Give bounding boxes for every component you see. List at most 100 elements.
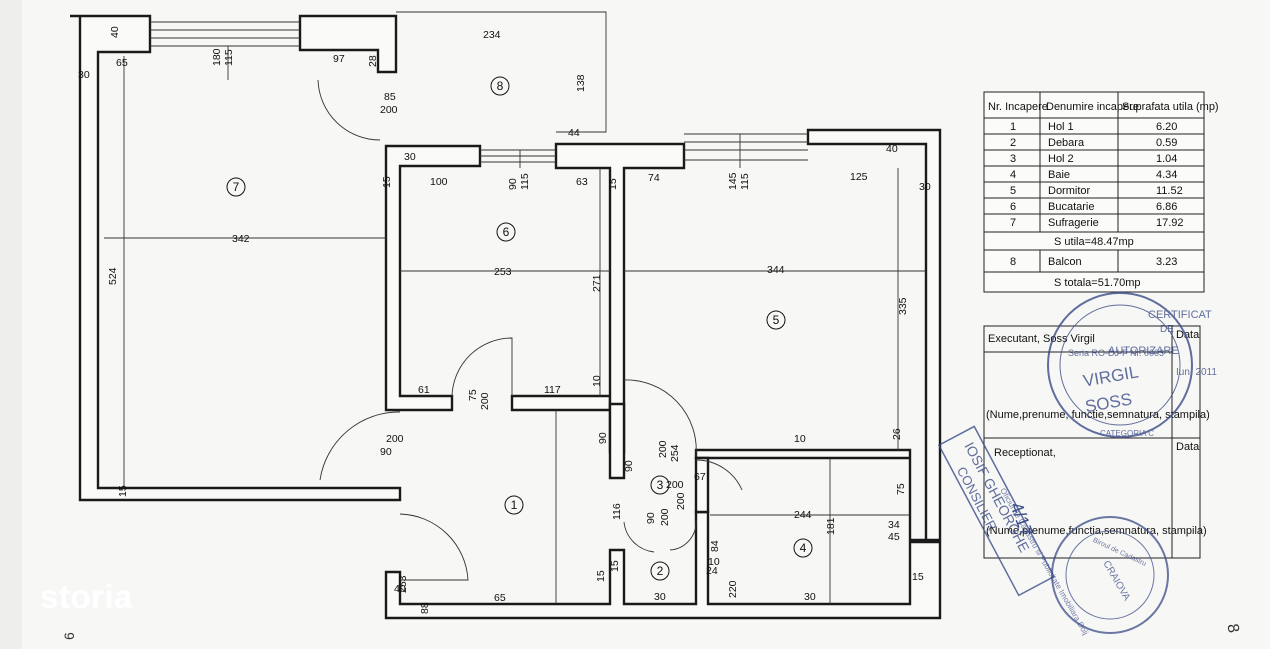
room-number: 8: [497, 79, 504, 93]
dimension-label: 30: [654, 591, 666, 603]
dimension-label: 45: [888, 531, 900, 543]
room-marker-debara: 2: [650, 561, 670, 581]
wall-kitchen-bottom-right: [510, 394, 612, 412]
room-number: 1: [511, 498, 518, 512]
nume-label-1: (Nume,prenume, functie,semnatura, stampi…: [986, 409, 1210, 421]
dimension-label: 10: [591, 375, 603, 387]
dimension-label: 271: [591, 274, 603, 292]
table-cell-name: Debara: [1048, 137, 1085, 149]
table-cell-name: Bucatarie: [1048, 201, 1094, 213]
dimension-label: 44: [568, 127, 580, 139]
dimension-label: 26: [891, 428, 903, 440]
dimension-label: 138: [575, 74, 587, 92]
table-cell-nr: 1: [1010, 121, 1016, 133]
dimension-label: 88: [419, 602, 431, 614]
table-cell-name: Hol 2: [1048, 153, 1074, 165]
room-marker-baie: 4: [793, 538, 813, 558]
table-cell-nr: 3: [1010, 153, 1016, 165]
dimension-label: 244: [794, 509, 812, 521]
dimension-label: 200: [659, 508, 671, 526]
dimension-label: 253: [494, 266, 512, 278]
dimension-label: 90: [645, 512, 657, 524]
dimension-label: 15: [595, 570, 607, 582]
dimension-label: 125: [850, 171, 868, 183]
dimension-label: 65: [494, 592, 506, 604]
dimension-label: 85: [384, 91, 396, 103]
room-number: 2: [657, 564, 664, 578]
room-number-markers: 1 2 3 4 5 6 7 8: [226, 76, 813, 581]
dimension-label: 34: [888, 519, 900, 531]
room-number: 7: [233, 180, 240, 194]
dimension-label: 75: [895, 483, 907, 495]
dimension-lines: [104, 46, 926, 604]
dimension-label: 90: [507, 178, 519, 190]
wall-bath-left: [694, 456, 710, 514]
dimension-label: 335: [897, 297, 909, 315]
wall-kitchen-left: [384, 144, 482, 412]
dimension-label: 75: [467, 389, 479, 401]
room-marker-sufragerie: 7: [226, 177, 246, 197]
room-number: 5: [773, 313, 780, 327]
dimension-label: 10: [708, 556, 720, 568]
room-marker-dormitor: 5: [766, 310, 786, 330]
table-cell-name: Sufragerie: [1048, 217, 1099, 229]
stamp-line-de: DE: [1160, 324, 1174, 335]
table-cell-name: Dormitor: [1048, 185, 1091, 197]
dimension-label: 181: [825, 517, 837, 535]
dimension-label: 344: [767, 264, 785, 276]
dimension-label: 65: [116, 57, 128, 69]
room-number: 3: [657, 478, 664, 492]
dimension-label: 200: [657, 440, 669, 458]
table-cell-area: 17.92: [1156, 217, 1184, 229]
dimension-label: 15: [607, 178, 619, 190]
dimension-label: 115: [519, 173, 531, 190]
room-number: 6: [503, 225, 510, 239]
table-cell-name: Balcon: [1048, 256, 1082, 268]
table-cell-area: 6.20: [1156, 121, 1177, 133]
door-swings: [317, 79, 743, 581]
table-cell-area: 6.86: [1156, 201, 1177, 213]
table-cell-area: 4.34: [1156, 169, 1177, 181]
dimension-label: 28: [367, 55, 379, 67]
dimension-label: 97: [333, 53, 345, 65]
table-header-nr: Nr. Incapere: [988, 101, 1048, 113]
wall-living-top-right-stub: [298, 14, 398, 74]
dimension-label: 15: [381, 176, 393, 188]
stamp-line-autorizare: AUTORIZARE: [1108, 345, 1179, 357]
dimension-label: 30: [404, 151, 416, 163]
page-mark: 8: [1223, 622, 1241, 634]
dimension-label: 342: [232, 233, 250, 245]
dimension-label: 61: [418, 384, 430, 396]
dimension-label: 117: [544, 384, 561, 396]
dimension-label: 524: [107, 267, 119, 285]
stamp-line-certificat: CERTIFICAT: [1148, 309, 1212, 321]
dimension-label: 220: [727, 580, 739, 598]
table-cell-name: Baie: [1048, 169, 1070, 181]
dimension-label: 254: [669, 444, 681, 462]
wall-hall-column: [608, 402, 626, 480]
table-cell-area: 11.52: [1156, 185, 1183, 197]
stamp-date: Iun. 2011: [1176, 367, 1217, 378]
dimension-label: 90: [380, 446, 392, 458]
table-cell-nr: 8: [1010, 256, 1016, 268]
table-cell-nr: 6: [1010, 201, 1016, 213]
dimension-label: 30: [804, 591, 816, 603]
receptionat-label: Receptionat,: [994, 447, 1056, 459]
dimension-label: 74: [648, 172, 660, 184]
walls: [70, 14, 942, 620]
dimension-label: 200: [380, 104, 398, 116]
storia-logo: storia: [40, 578, 133, 615]
table-cell-nr: 7: [1010, 217, 1016, 229]
dimension-label: 84: [709, 540, 721, 552]
balcony-outline: [396, 11, 607, 133]
dimension-label: 116: [611, 503, 623, 520]
room-marker-balcon: 8: [490, 76, 510, 96]
dimension-label: 40: [394, 583, 406, 595]
dimension-label: 115: [739, 173, 751, 190]
stamp-line-categoria: CATEGORIA C: [1100, 429, 1154, 438]
room-number: 4: [800, 541, 807, 555]
dimension-label: 63: [576, 176, 588, 188]
table-s-totala: S totala=51.70mp: [1054, 277, 1141, 289]
